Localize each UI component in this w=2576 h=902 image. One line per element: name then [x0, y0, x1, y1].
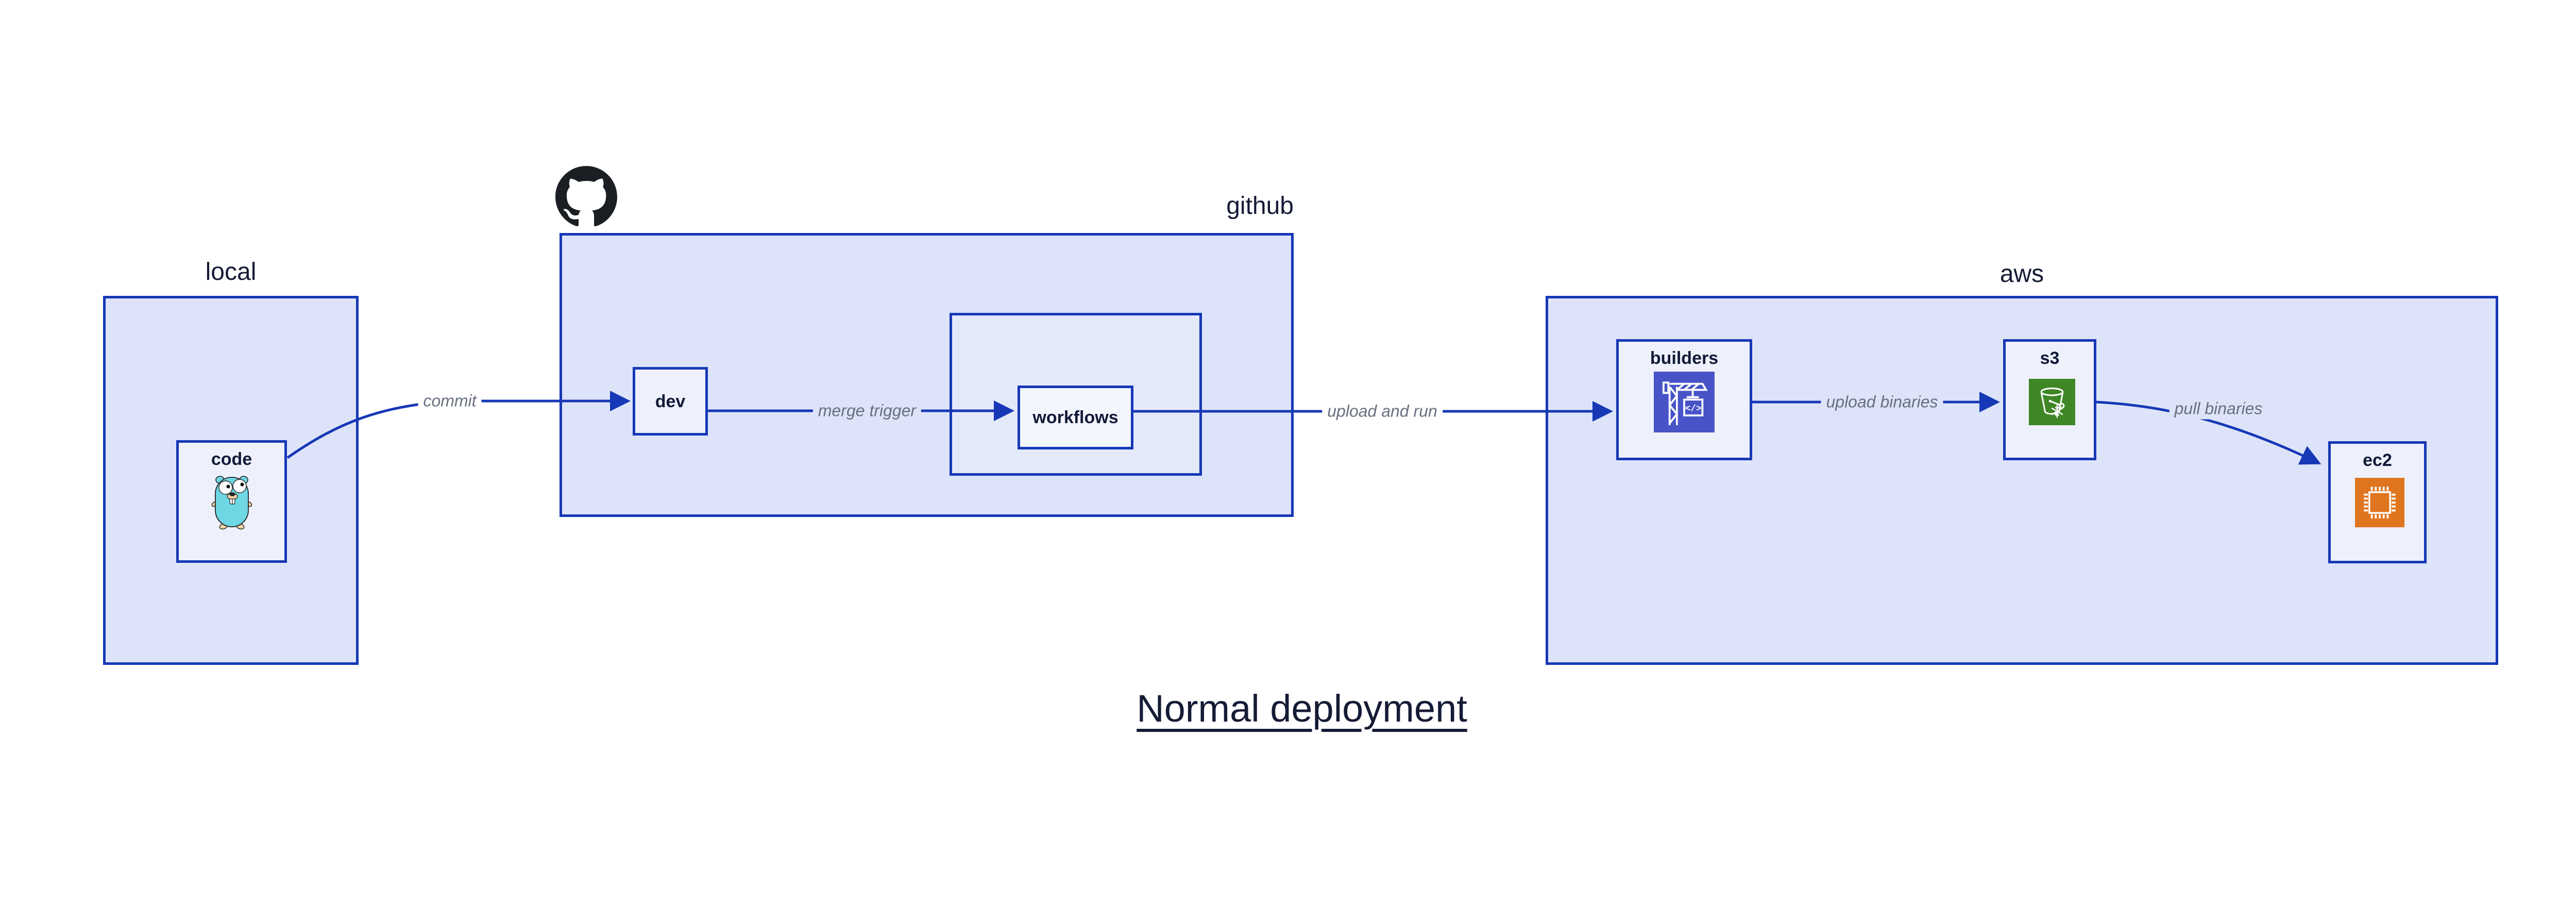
local-group-label: local: [205, 258, 257, 286]
aws-group-label: aws: [1999, 260, 2044, 288]
github-octocat-icon: [555, 166, 617, 227]
node-builders: builders </>: [1616, 339, 1752, 460]
edge-label-merge-trigger: merge trigger: [812, 400, 922, 422]
node-ec2: ec2: [2328, 441, 2427, 563]
node-s3: s3: [2003, 339, 2096, 460]
node-code: code: [176, 440, 287, 563]
edge-label-upload-binaries: upload binaries: [1821, 391, 1943, 413]
edge-pull-binaries: [2096, 400, 2321, 465]
node-dev-label: dev: [655, 391, 686, 411]
node-builders-label: builders: [1650, 348, 1719, 368]
node-workflows: workflows: [1018, 386, 1133, 449]
edge-label-pull-binaries: pull binaries: [2169, 398, 2268, 420]
node-ec2-label: ec2: [2363, 450, 2392, 470]
edge-label-commit: commit: [418, 390, 482, 412]
codebuild-crane-icon: </>: [1654, 372, 1715, 432]
ec2-chip-icon: [2355, 478, 2404, 527]
github-group-label: github: [1226, 192, 1294, 220]
node-s3-label: s3: [2040, 348, 2060, 368]
edge-label-upload-and-run: upload and run: [1322, 400, 1443, 422]
node-workflows-label: workflows: [1032, 408, 1118, 427]
s3-glacier-bucket-icon: [2029, 379, 2075, 425]
node-code-label: code: [211, 449, 252, 469]
svg-text:</>: </>: [1685, 404, 1702, 414]
master-group-box: [950, 313, 1202, 476]
diagram-title: Normal deployment: [1137, 687, 1467, 730]
node-dev: dev: [633, 367, 708, 436]
go-gopher-icon: [211, 476, 252, 530]
